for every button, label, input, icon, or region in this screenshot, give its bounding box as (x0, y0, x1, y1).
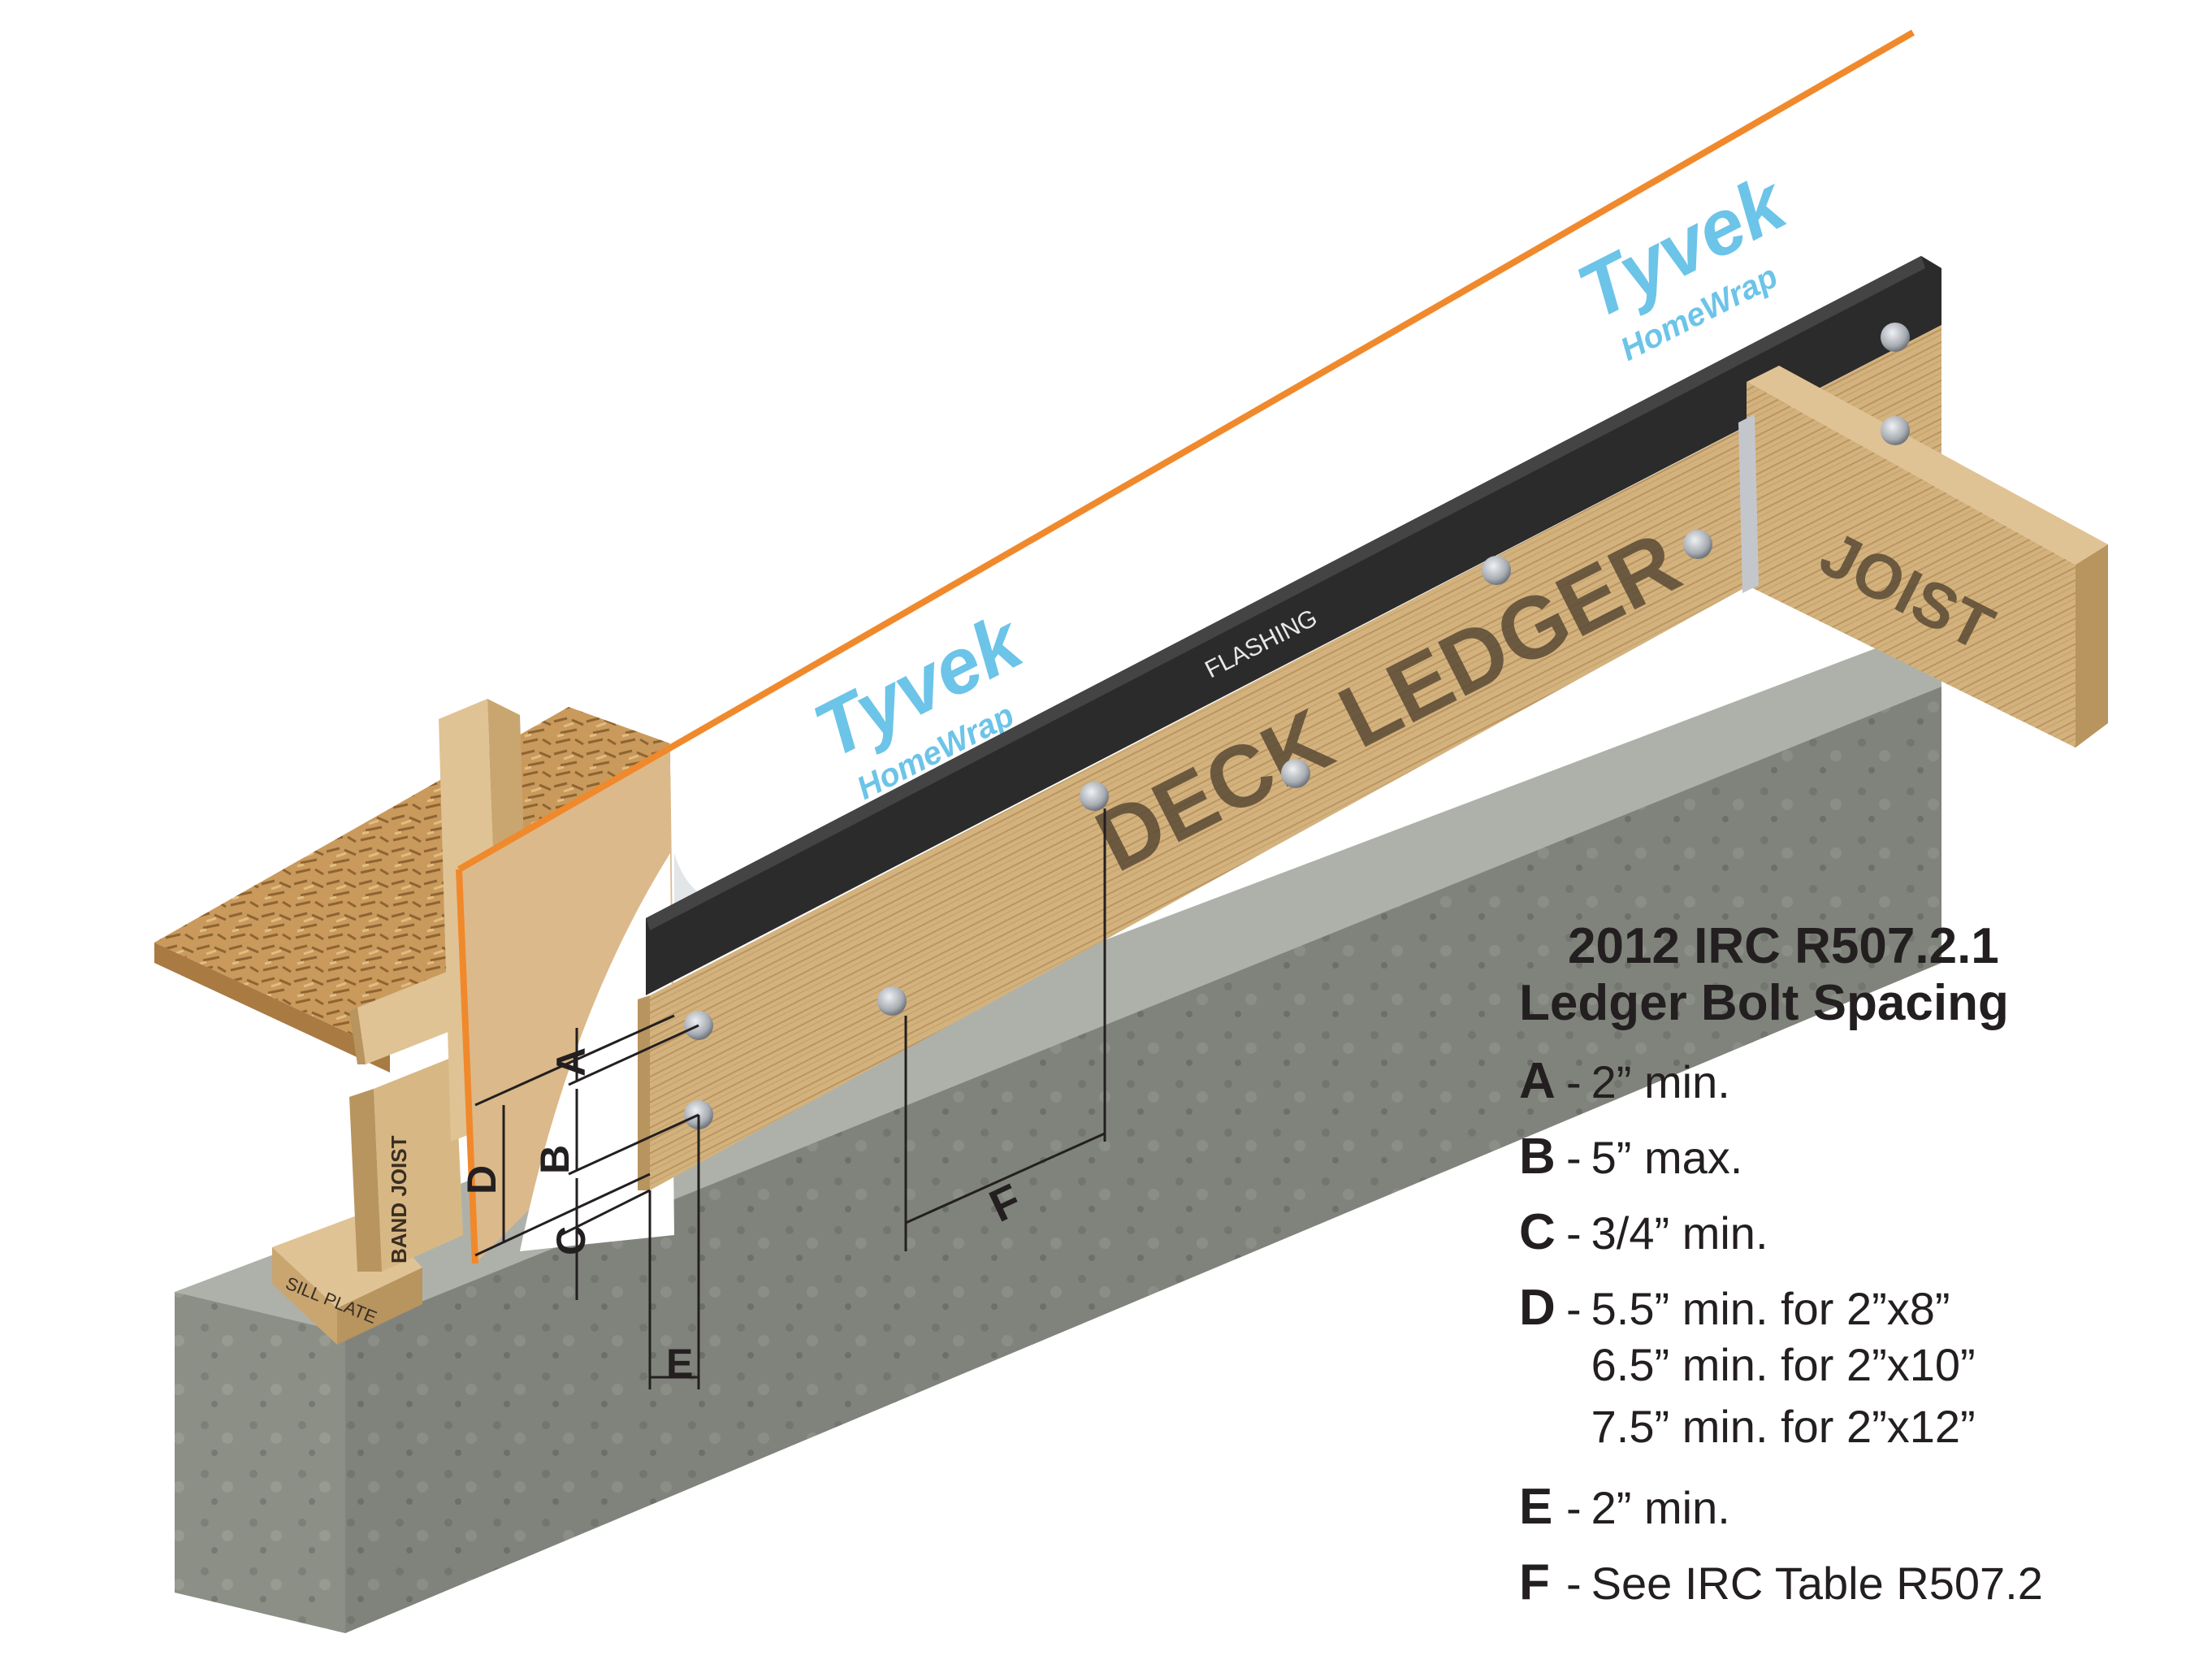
dimension-lines (474, 808, 1106, 1389)
legend-key: B (1519, 1129, 1556, 1185)
legend-value: See IRC Table R507.2 (1591, 1558, 2043, 1609)
bolt (1683, 530, 1712, 559)
legend-item-b: B - 5” max. (1519, 1132, 2185, 1183)
bolt (1881, 416, 1910, 445)
dim-label-d: D (459, 1165, 504, 1194)
legend-dash: - (1566, 1132, 1582, 1183)
legend-dash: - (1566, 1207, 1582, 1259)
legend-item-a: A - 2” min. (1519, 1056, 2185, 1107)
dim-label-a: A (548, 1047, 594, 1077)
legend-item-d: D - 5.5” min. for 2”x8” 6.5” min. for 2”… (1519, 1283, 2185, 1458)
dim-label-b: B (532, 1145, 578, 1174)
legend-key: D (1519, 1280, 1556, 1336)
band-joist: BAND JOIST (349, 1056, 463, 1272)
subfloor-osb (154, 707, 670, 1073)
legend-item-e: E - 2” min. (1519, 1482, 2185, 1533)
legend-value: 6.5” min. for 2”x10” (1591, 1339, 1976, 1390)
concrete-side-face (345, 687, 1941, 1633)
concrete-front-face (175, 1292, 345, 1633)
legend-title-line2: Ledger Bolt Spacing (1519, 975, 2009, 1031)
legend-panel: 2012 IRC R507.2.1 Ledger Bolt Spacing A … (1519, 918, 2185, 1609)
legend-key: E (1519, 1479, 1553, 1535)
legend-dash: - (1566, 1056, 1582, 1107)
legend-value: 3/4” min. (1591, 1207, 1768, 1259)
wall-sheathing (456, 29, 1915, 1264)
legend-key: F (1519, 1554, 1550, 1610)
legend-dash: - (1566, 1283, 1582, 1334)
legend-dash: - (1566, 1558, 1582, 1609)
flashing: FLASHING (646, 256, 1941, 995)
legend-value: 2” min. (1591, 1482, 1730, 1533)
legend-item-c: C - 3/4” min. (1519, 1207, 2185, 1259)
legend-item-f: F - See IRC Table R507.2 (1519, 1558, 2185, 1609)
dim-label-c: C (548, 1226, 594, 1255)
legend-dash: - (1566, 1482, 1582, 1533)
bolt (877, 986, 907, 1016)
band-joist-label: BAND JOIST (387, 1135, 411, 1263)
legend-key: A (1519, 1053, 1556, 1109)
bolt (1281, 759, 1310, 788)
deck-joist: JOIST (1738, 366, 2108, 748)
legend-value: 7.5” min. for 2”x12” (1591, 1401, 1976, 1452)
legend-title-line1: 2012 IRC R507.2.1 (1568, 918, 1999, 974)
legend-value: 2” min. (1591, 1056, 1730, 1107)
legend-value: 5.5” min. for 2”x8” (1591, 1283, 1950, 1334)
bolt (1482, 556, 1511, 585)
bolt (1080, 782, 1109, 811)
legend-key: C (1519, 1204, 1556, 1260)
bolt (1881, 323, 1910, 352)
legend-value: 5” max. (1591, 1132, 1743, 1183)
dim-label-e: E (666, 1341, 693, 1386)
